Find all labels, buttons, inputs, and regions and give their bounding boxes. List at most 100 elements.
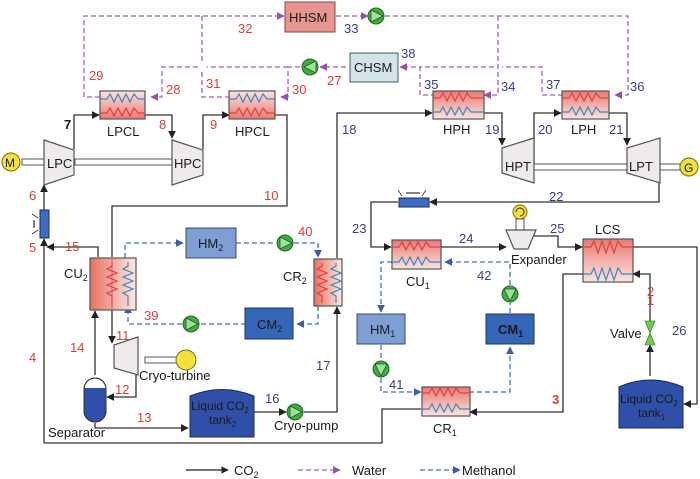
co2-line-19 (484, 112, 506, 146)
stream-31: 31 (206, 76, 220, 91)
cr1-heat-exchanger[interactable] (421, 386, 471, 417)
hph-heat-exchanger[interactable] (432, 90, 485, 120)
chsm-storage[interactable]: CHSM (349, 52, 399, 83)
legend: CO2 Water Methanol (186, 463, 516, 479)
cryo-turbine[interactable] (113, 336, 139, 376)
stream-12: 12 (115, 382, 129, 397)
stream-numbers: 1 2 3 4 5 6 7 8 9 10 11 12 13 14 15 16 1… (29, 21, 686, 425)
pump-33[interactable] (367, 7, 385, 25)
tank1-label-line1: Liquid CO2 (620, 392, 678, 408)
stream-41: 41 (389, 377, 403, 392)
methanol-line-cu1-hm1 (377, 261, 392, 313)
lpcl-label: LPCL (107, 124, 140, 139)
stream-40: 40 (298, 224, 312, 239)
cm2-box[interactable]: CM2 (244, 307, 294, 340)
expander[interactable] (505, 229, 537, 250)
stream-9: 9 (210, 117, 217, 132)
pump-39[interactable] (182, 315, 200, 333)
valve[interactable] (644, 320, 656, 346)
separator[interactable] (83, 377, 107, 423)
co2-line-13 (94, 423, 189, 432)
stream-26: 26 (672, 323, 686, 338)
co2-line-2 (632, 270, 651, 322)
pump-40[interactable] (276, 234, 294, 252)
cryo-pump-label: Cryo-pump (274, 418, 338, 433)
shaft-cryo-turbine (144, 356, 178, 364)
co2-line-10 (111, 114, 288, 257)
hm2-box[interactable]: HM2 (185, 227, 237, 259)
water-line-34 (483, 16, 499, 99)
hhsm-storage[interactable]: HHSM (284, 1, 336, 33)
throttle-right[interactable] (397, 189, 430, 208)
co2-line-22 (429, 181, 660, 206)
cu2-label: CU2 (64, 266, 88, 283)
stream-20: 20 (538, 122, 552, 137)
water-line-36 (385, 15, 629, 99)
pump-27[interactable] (301, 58, 319, 76)
water-line-31 (201, 70, 230, 98)
co2-line-3 (469, 273, 584, 416)
stream-42: 42 (477, 268, 491, 283)
liquid-co2-tank-2[interactable]: Liquid CO2 tank2 (189, 389, 255, 438)
stream-7: 7 (64, 117, 71, 132)
co2-line-15 (46, 243, 99, 257)
hpc[interactable]: HPC (171, 139, 204, 186)
hpc-label: HPC (174, 156, 201, 171)
throttle-left[interactable] (31, 209, 50, 239)
co2-line-21 (609, 112, 631, 146)
water-loops (83, 12, 629, 101)
water-line-30 (280, 66, 300, 101)
lpc[interactable]: LPC (43, 139, 75, 186)
stream-18: 18 (342, 122, 356, 137)
tank1-label-line2: tank1 (638, 406, 666, 422)
hpt-label: HPT (505, 159, 531, 174)
cm2-label: CM2 (257, 317, 282, 334)
separator-label: Separator (48, 425, 106, 440)
stream-1: 1 (647, 293, 654, 308)
stream-24: 24 (459, 231, 473, 246)
cm1-box[interactable]: CM1 (485, 313, 535, 345)
co2-lines (40, 109, 698, 444)
methanol-loops (124, 239, 514, 396)
cu2-heat-exchanger[interactable] (89, 257, 137, 311)
lpt[interactable]: LPT (626, 137, 661, 184)
stream-37: 37 (546, 77, 560, 92)
cr2-heat-exchanger[interactable] (313, 258, 343, 307)
liquid-co2-tank-1[interactable]: Liquid CO2 tank1 (618, 379, 684, 429)
stream-10: 10 (264, 188, 278, 203)
stream-17: 17 (316, 358, 330, 373)
stream-34: 34 (501, 79, 515, 94)
lph-heat-exchanger[interactable] (561, 90, 610, 120)
pump-42[interactable] (501, 285, 519, 303)
hm2-label: HM2 (198, 236, 223, 253)
lpc-label: LPC (47, 156, 72, 171)
lcs-heat-exchanger[interactable] (582, 238, 634, 283)
hpt[interactable]: HPT (501, 137, 535, 184)
shaft-motor-lpc (21, 158, 47, 166)
methanol-line-42 (444, 258, 511, 285)
expander-generator[interactable] (512, 204, 528, 220)
cryo-pump[interactable] (286, 403, 304, 421)
legend-water-label: Water (352, 463, 387, 478)
stream-15: 15 (65, 239, 79, 254)
hm1-box[interactable]: HM1 (356, 313, 406, 345)
hpcl-heat-exchanger[interactable] (228, 90, 276, 120)
stream-11: 11 (116, 328, 130, 343)
stream-14: 14 (70, 340, 84, 355)
lpt-label: LPT (629, 159, 653, 174)
generator[interactable]: G (679, 157, 699, 177)
stream-32: 32 (238, 21, 252, 36)
stream-4: 4 (29, 350, 36, 365)
pump-41[interactable] (372, 360, 390, 378)
stream-21: 21 (609, 122, 623, 137)
generator-label: G (684, 161, 693, 175)
methanol-line-cr2-cm2 (296, 306, 319, 328)
stream-22: 22 (549, 189, 563, 204)
cu1-heat-exchanger[interactable] (391, 239, 442, 270)
cryo-turbine-generator[interactable] (175, 349, 197, 371)
motor[interactable]: M (1, 152, 21, 172)
cr2-label: CR2 (283, 269, 307, 286)
lpcl-heat-exchanger[interactable] (99, 90, 146, 120)
hhsm-label: HHSM (289, 10, 327, 25)
